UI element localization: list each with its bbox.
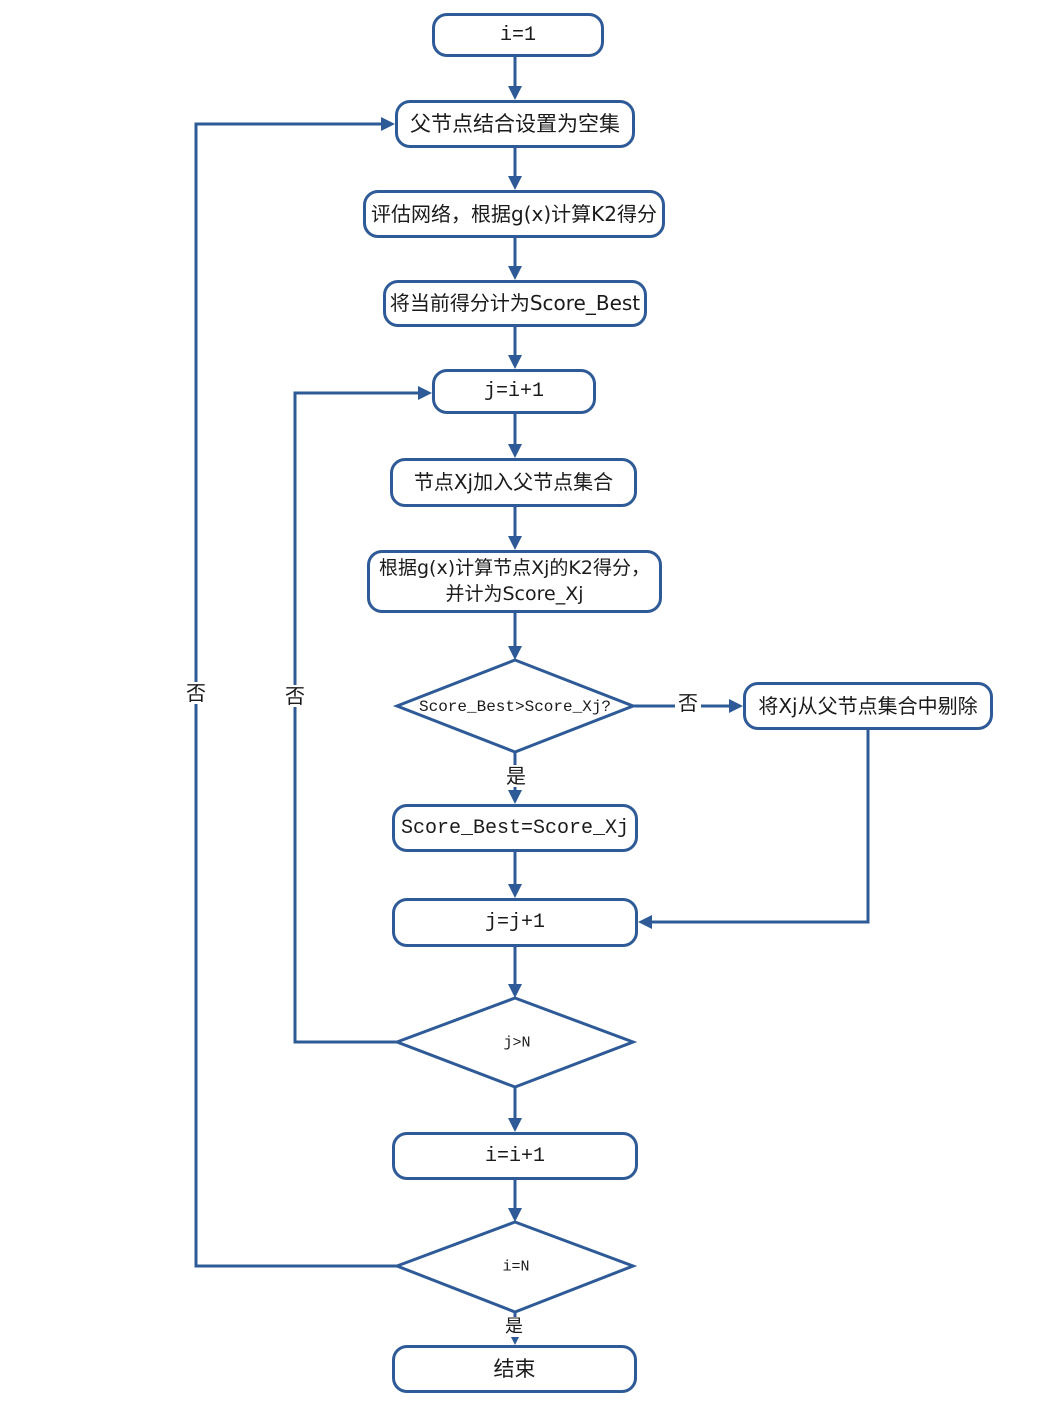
arrowhead-into-clear-from-left	[381, 117, 395, 131]
flow-node-compute-score-xj: 根据g(x)计算节点Xj的K2得分， 并计为Score_Xj	[367, 550, 662, 613]
flow-decision-score-label: Score_Best>Score_Xj?	[418, 698, 612, 716]
arrowhead-into-evaluate	[508, 176, 522, 190]
flow-node-update-score-best: Score_Best=Score_Xj	[392, 804, 638, 852]
arrowhead-into-inci	[508, 1118, 522, 1132]
flow-node-add-xj-to-parents: 节点Xj加入父节点集合	[390, 458, 637, 507]
edge-label-no-outer-loop: 否	[183, 682, 209, 704]
flow-node-init-i: i=1	[432, 13, 604, 57]
arrowhead-into-updatescore	[508, 790, 522, 804]
arrowhead-into-initj-from-top	[508, 355, 522, 369]
arrowhead-into-decision-score	[508, 646, 522, 660]
flow-node-evaluate-network: 评估网络，根据g(x)计算K2得分	[363, 190, 665, 238]
arrowhead-into-removexj	[729, 699, 743, 713]
diamond-decision-j-shape	[392, 996, 638, 1089]
flow-node-init-j: j=i+1	[432, 369, 596, 414]
flow-node-remove-xj: 将Xj从父节点集合中剔除	[743, 682, 993, 730]
connector-decisionj-no-loop	[293, 391, 418, 1044]
arrowhead-into-addxj	[508, 444, 522, 458]
flow-node-end: 结束	[392, 1345, 637, 1393]
flow-decision-i-label: i=N	[502, 1258, 530, 1276]
connector-removexj-to-incj	[652, 730, 870, 924]
edge-label-yes-score-branch: 是	[503, 765, 529, 787]
arrowhead-into-initj-from-left	[418, 386, 432, 400]
arrowhead-into-decisionj	[508, 984, 522, 998]
flow-node-increment-i: i=i+1	[392, 1132, 638, 1180]
diamond-decision-score-shape	[392, 658, 638, 754]
arrowhead-into-compute	[508, 536, 522, 550]
flow-node-set-score-best: 将当前得分计为Score_Best	[383, 280, 647, 327]
arrowhead-into-decisioni	[508, 1208, 522, 1222]
arrowhead-into-incj-from-top	[508, 884, 522, 898]
edge-label-no-inner-loop: 否	[282, 685, 308, 707]
arrowhead-into-incj-from-right	[638, 915, 652, 929]
edge-label-yes-end-branch: 是	[502, 1317, 526, 1337]
arrowhead-into-clear-from-top	[508, 86, 522, 100]
flow-decision-j-label: j>N	[503, 1034, 531, 1052]
flow-node-increment-j: j=j+1	[392, 898, 638, 947]
edge-label-no-score-branch: 否	[675, 692, 701, 714]
arrowhead-into-scorebest	[508, 266, 522, 280]
diamond-decision-i-shape	[392, 1220, 638, 1314]
flow-node-clear-parent-set: 父节点结合设置为空集	[395, 100, 635, 148]
